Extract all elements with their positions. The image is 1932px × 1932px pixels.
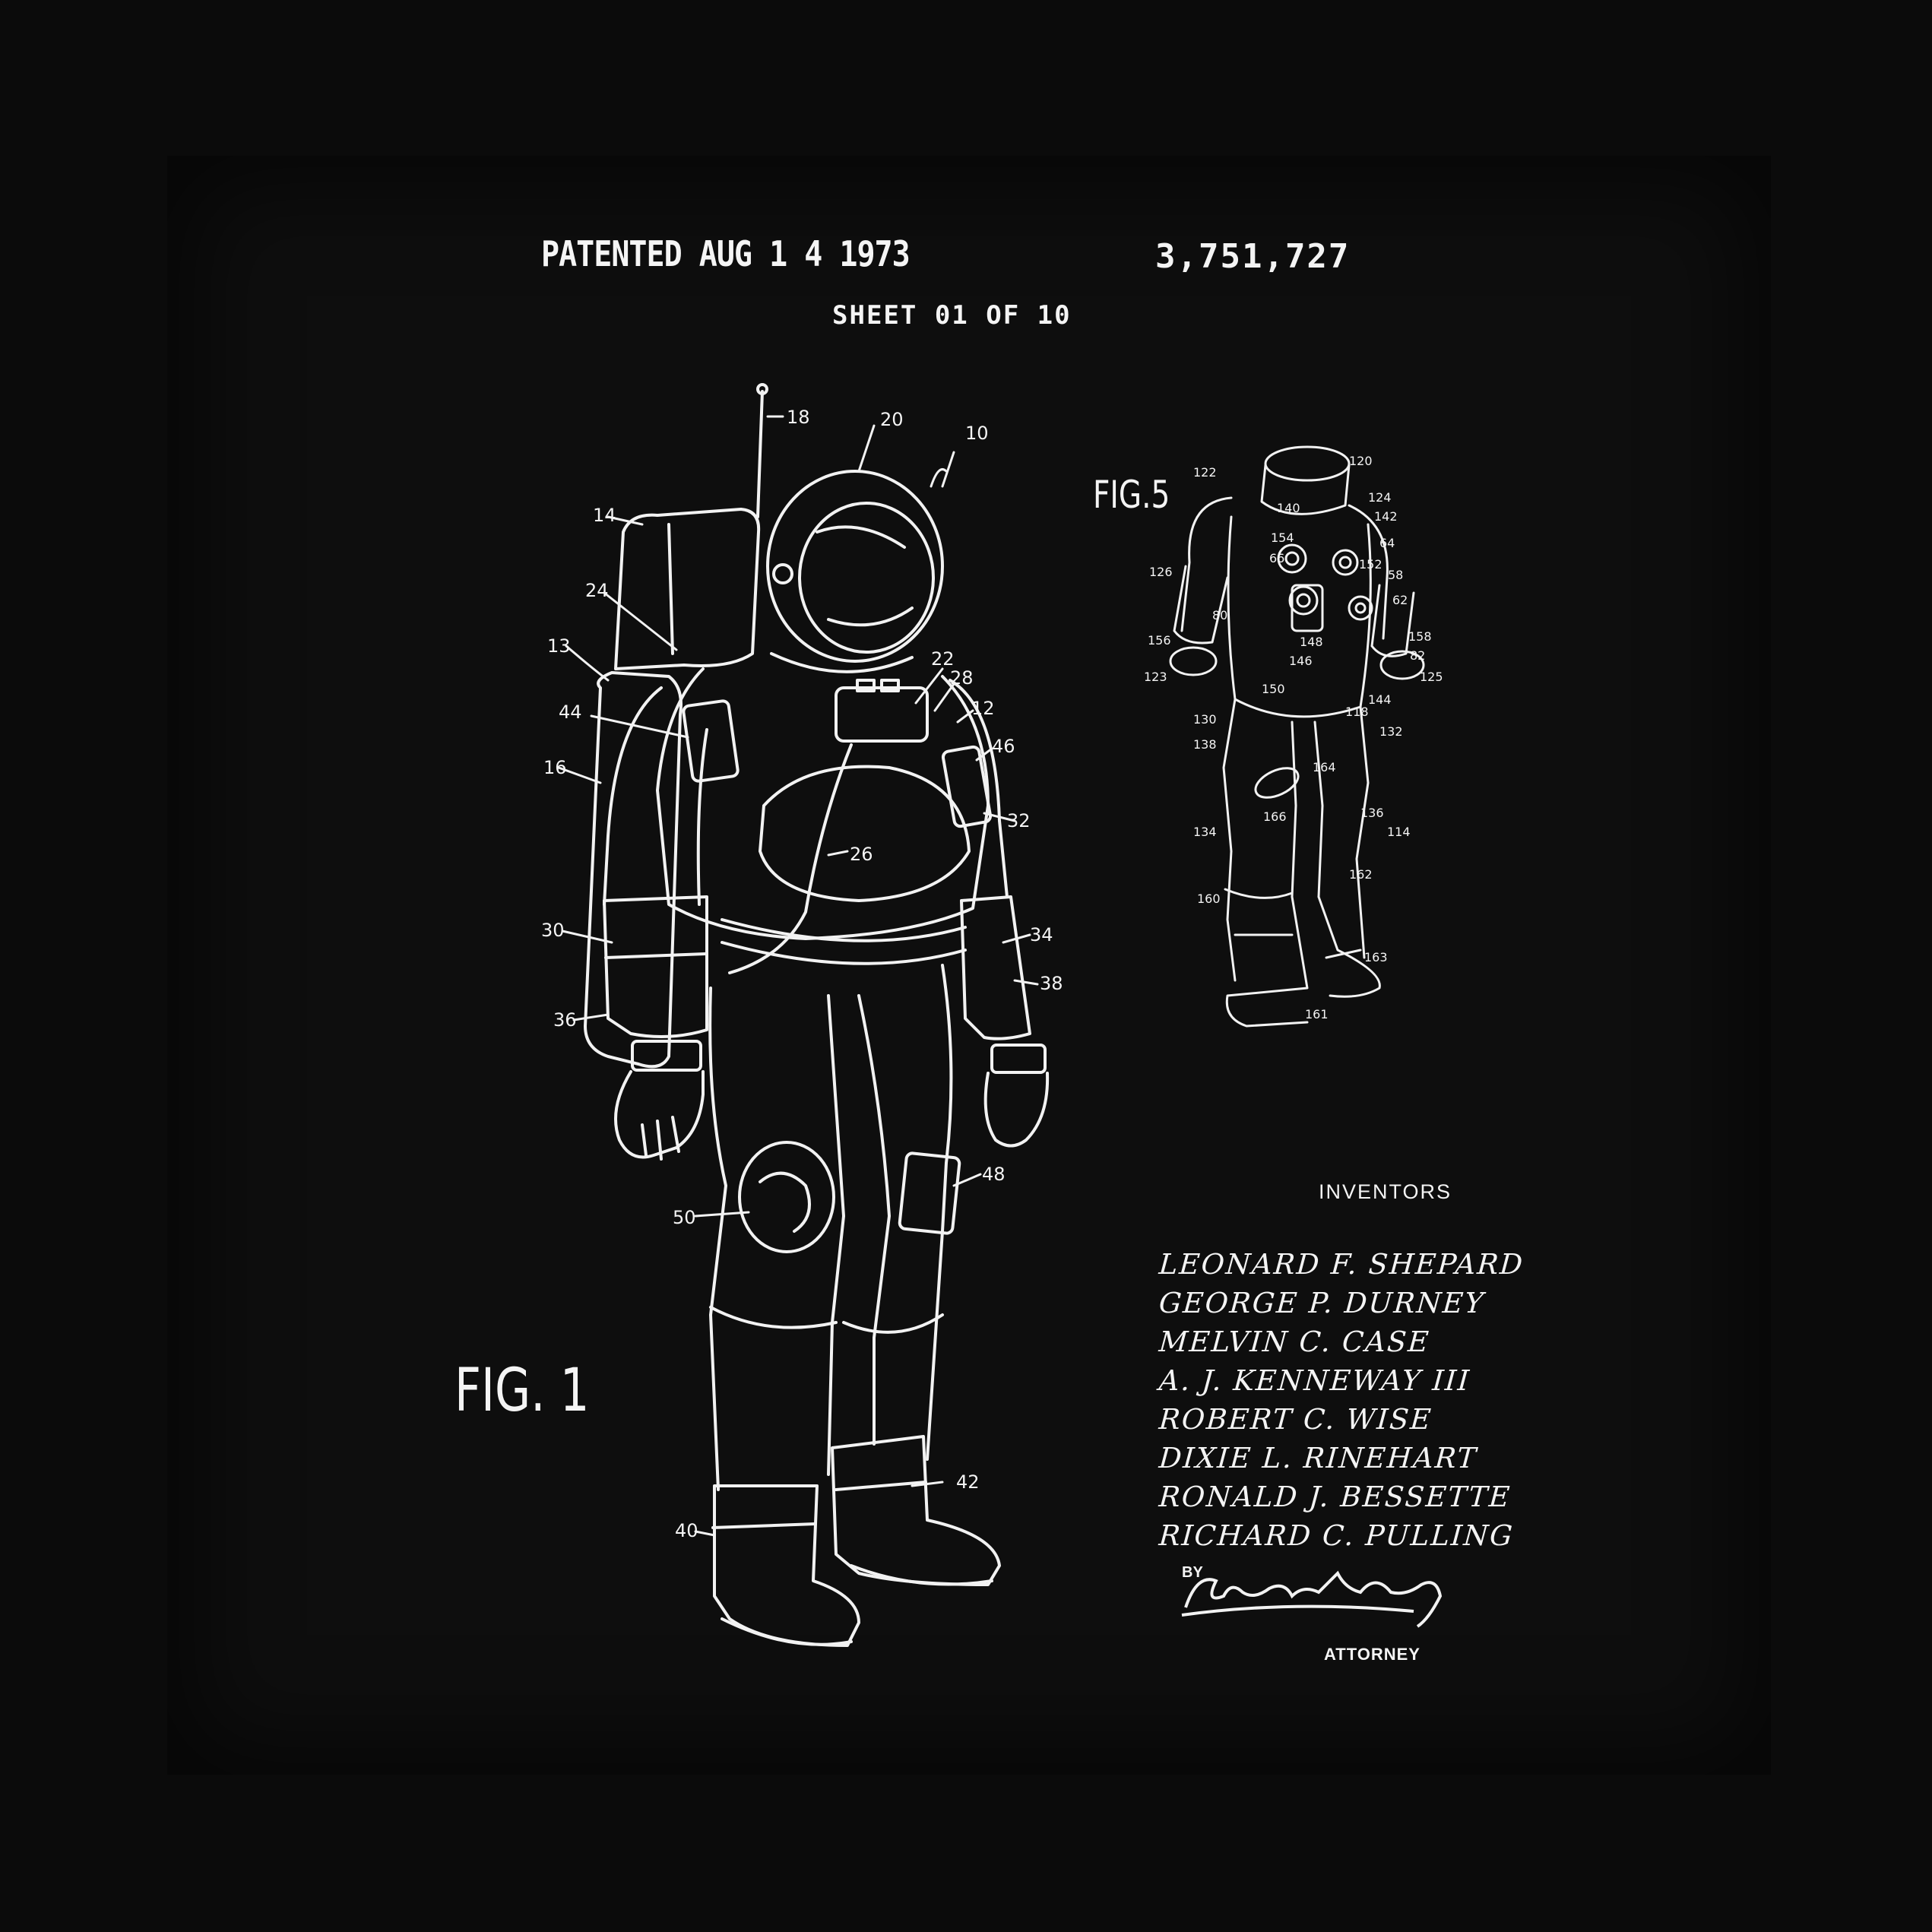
inventors-heading: INVENTORS (1319, 1180, 1452, 1203)
fig1-callout-24: 24 (585, 580, 609, 601)
fig5-callout-58: 58 (1388, 568, 1403, 582)
patented-date-stamp: PATENTED AUG 1 4 1973 (541, 234, 911, 275)
fig5-callout-148: 148 (1300, 635, 1323, 649)
fig1-callout-16: 16 (543, 757, 567, 778)
fig1-callout-30: 30 (541, 920, 565, 941)
fig1-callout-38: 38 (1040, 973, 1063, 994)
fig5-callout-64: 64 (1379, 536, 1395, 550)
fig5-callout-118: 118 (1345, 705, 1369, 719)
shirt-fabric-background (167, 156, 1771, 1775)
fig5-callout-140: 140 (1277, 501, 1300, 515)
fig1-callout-46: 46 (992, 736, 1015, 757)
fig5-callout-146: 146 (1289, 654, 1313, 668)
fig1-callout-40: 40 (675, 1520, 698, 1541)
fig1-callout-12: 12 (971, 698, 995, 719)
fig5-callout-124: 124 (1368, 490, 1392, 505)
fig5-callout-134: 134 (1193, 825, 1217, 839)
fig1-callout-42: 42 (956, 1471, 980, 1493)
attorney-signature (1181, 1570, 1443, 1628)
fig1-callout-26: 26 (850, 844, 873, 865)
fig5-label: FIG.5 (1093, 473, 1170, 517)
fig5-callout-150: 150 (1262, 682, 1285, 696)
by-label: BY (1182, 1564, 1203, 1581)
fig5-callout-120: 120 (1349, 454, 1373, 468)
fig1-callout-44: 44 (559, 702, 582, 723)
fig5-callout-162: 162 (1349, 867, 1373, 882)
inventor-name: DIXIE L. RINEHART (1158, 1442, 1479, 1474)
fig5-callout-158: 158 (1408, 629, 1432, 644)
inventor-name: ROBERT C. WISE (1158, 1403, 1434, 1436)
fig5-callout-82: 82 (1410, 648, 1425, 663)
fig5-callout-136: 136 (1360, 806, 1384, 820)
fig1-callout-48: 48 (982, 1164, 1006, 1185)
fig1-leader-lines (557, 415, 1039, 1537)
fig1-callout-28: 28 (950, 667, 974, 689)
fig1-callout-50: 50 (673, 1207, 696, 1228)
fig5-callout-164: 164 (1313, 760, 1336, 774)
fig5-callout-156: 156 (1148, 633, 1171, 648)
fig5-callout-123: 123 (1144, 670, 1167, 684)
fig5-callout-142: 142 (1374, 509, 1398, 524)
fig5-callout-122: 122 (1193, 465, 1217, 480)
inventor-name: GEORGE P. DURNEY (1158, 1287, 1487, 1319)
inventor-name: MELVIN C. CASE (1158, 1325, 1431, 1358)
fig5-callout-163: 163 (1364, 950, 1388, 964)
sheet-number: SHEET 01 OF 10 (832, 300, 1072, 331)
fig5-callout-130: 130 (1193, 712, 1217, 727)
fig5-callout-166: 166 (1263, 809, 1287, 824)
fig1-callout-13: 13 (547, 635, 571, 657)
fig5-callout-125: 125 (1420, 670, 1443, 684)
patent-number: 3,751,727 (1155, 237, 1351, 276)
fig5-callout-138: 138 (1193, 737, 1217, 752)
fig5-callout-132: 132 (1379, 724, 1403, 739)
fig1-label: FIG. 1 (454, 1357, 590, 1425)
fig1-callout-32: 32 (1007, 810, 1031, 831)
inventor-name: LEONARD F. SHEPARD (1158, 1248, 1525, 1281)
fig5-callout-160: 160 (1197, 892, 1221, 906)
fig1-callout-36: 36 (553, 1009, 577, 1031)
fig1-callout-34: 34 (1030, 924, 1053, 945)
fig1-callout-20: 20 (880, 409, 904, 430)
attorney-label: ATTORNEY (1324, 1645, 1420, 1664)
fig5-callout-62: 62 (1392, 593, 1408, 607)
inventor-name: A. J. KENNEWAY III (1158, 1364, 1472, 1397)
fig1-callout-14: 14 (593, 505, 616, 526)
inventor-name: RONALD J. BESSETTE (1158, 1481, 1512, 1513)
fig1-spacesuit-drawing (584, 383, 1050, 1647)
fig5-callout-114: 114 (1387, 825, 1411, 839)
fig5-callout-154: 154 (1271, 531, 1294, 545)
fig5-callout-66: 66 (1269, 551, 1284, 565)
fig1-callout-22: 22 (931, 648, 955, 670)
fig5-callout-126: 126 (1149, 565, 1173, 579)
fig5-callout-152: 152 (1359, 557, 1382, 572)
fig5-callout-144: 144 (1368, 692, 1392, 707)
fig5-callout-161: 161 (1305, 1007, 1329, 1021)
fig1-callout-10: 10 (965, 423, 989, 444)
fig5-spacesuit-drawing (1169, 445, 1425, 1028)
fig5-callout-80: 80 (1212, 608, 1227, 622)
fig1-callout-18: 18 (787, 407, 810, 428)
inventor-name: RICHARD C. PULLING (1158, 1519, 1516, 1552)
